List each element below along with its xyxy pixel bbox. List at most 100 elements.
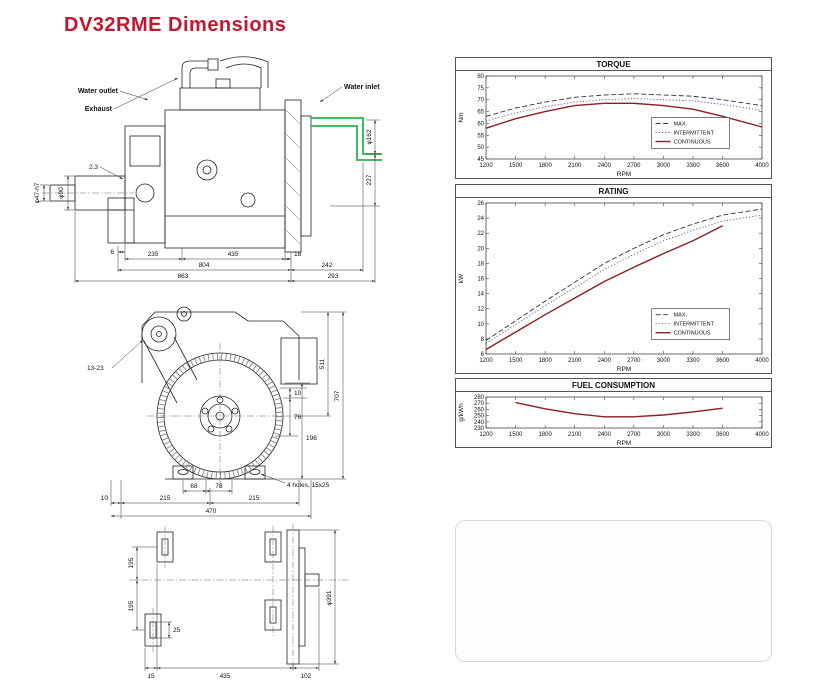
flywheel-ring-gear xyxy=(157,353,283,479)
x-tick-label: 2100 xyxy=(568,163,582,169)
dim-76: 76 xyxy=(294,414,302,421)
front-centerlines xyxy=(147,343,293,490)
y-tick-label: 6 xyxy=(481,352,485,358)
x-tick-label: 2100 xyxy=(568,358,582,364)
x-tick-label: 2700 xyxy=(627,163,641,169)
y-tick-label: 26 xyxy=(477,201,484,207)
front-dimensions: 13-23 511 707 10 76 196 xyxy=(87,311,346,519)
side-callouts: Water outlet Exhaust Water inlet xyxy=(78,77,380,113)
dim-phi90: φ90 xyxy=(58,187,65,199)
page-title: DV32RME Dimensions xyxy=(64,14,287,36)
y-tick-label: 16 xyxy=(477,277,484,283)
x-tick-label: 4000 xyxy=(755,432,769,438)
holes-note: 4 holes, 15x25 xyxy=(287,482,330,489)
dim-215-b: 215 xyxy=(249,495,260,502)
dim-102: 102 xyxy=(301,673,312,680)
legend-label: MAX. xyxy=(674,313,688,319)
dim-phi391: φ391 xyxy=(326,590,333,605)
y-tick-label: 280 xyxy=(474,395,485,401)
bottom-dimensions: 195 195 25 15 435 102 φ391 xyxy=(128,529,339,680)
series-continuous xyxy=(485,225,723,351)
rating-chart-title: RATING xyxy=(456,185,771,198)
y-axis-label: g/kWh xyxy=(458,403,465,422)
x-tick-label: 2700 xyxy=(627,358,641,364)
dim-10-bottom: 10 xyxy=(101,495,109,502)
y-tick-label: 18 xyxy=(477,261,484,267)
y-tick-label: 8 xyxy=(481,337,485,343)
torque-chart-title: TORQUE xyxy=(456,58,771,71)
y-tick-label: 24 xyxy=(477,216,484,222)
dim-6: 6 xyxy=(110,249,114,256)
x-tick-label: 4000 xyxy=(755,358,769,364)
y-axis-label: Nm xyxy=(458,112,465,122)
y-tick-label: 80 xyxy=(477,74,484,80)
legend-box xyxy=(651,308,730,341)
dim-2-3: 2.3 xyxy=(89,164,98,171)
x-tick-label: 3000 xyxy=(657,163,671,169)
x-axis-label: RPM xyxy=(617,440,631,447)
dim-293: 293 xyxy=(328,273,339,280)
y-tick-label: 14 xyxy=(477,292,484,298)
dim-10-right: 10 xyxy=(294,390,302,397)
dim-804: 804 xyxy=(199,262,210,269)
dim-195-a: 195 xyxy=(128,557,135,568)
y-tick-label: 10 xyxy=(477,322,484,328)
series-continuous xyxy=(515,401,723,418)
dim-863: 863 xyxy=(178,273,189,280)
series-continuous xyxy=(485,102,763,129)
y-tick-label: 240 xyxy=(474,420,485,426)
legend-label: MAX. xyxy=(674,122,688,128)
x-tick-label: 2400 xyxy=(598,163,612,169)
y-tick-label: 230 xyxy=(474,426,485,432)
series-intermittent xyxy=(485,98,763,122)
legend-label: CONTINUOUS xyxy=(674,331,711,337)
y-tick-label: 60 xyxy=(477,121,484,127)
x-tick-label: 2400 xyxy=(598,432,612,438)
y-tick-label: 22 xyxy=(477,231,484,237)
water-outlet-label: Water outlet xyxy=(78,88,119,95)
x-tick-label: 1200 xyxy=(479,432,493,438)
water-inlet-label: Water inlet xyxy=(344,84,380,91)
bottom-view-drawing: 195 195 25 15 435 102 φ391 xyxy=(128,524,350,680)
dim-195-b: 195 xyxy=(128,600,135,611)
x-tick-label: 1200 xyxy=(479,358,493,364)
dim-13-23: 13-23 xyxy=(87,365,104,372)
x-tick-label: 1500 xyxy=(509,163,523,169)
x-axis-label: RPM xyxy=(617,171,631,178)
series-max xyxy=(485,208,763,341)
x-axis-label: RPM xyxy=(617,366,631,373)
x-tick-label: 3600 xyxy=(716,163,730,169)
dim-18: 18 xyxy=(294,251,302,258)
x-tick-label: 1800 xyxy=(538,163,552,169)
dim-227: 227 xyxy=(366,174,373,185)
y-tick-label: 12 xyxy=(477,307,484,313)
dim-78: 78 xyxy=(215,483,223,490)
dim-235: 235 xyxy=(148,251,159,258)
dim-15: 15 xyxy=(147,673,155,680)
y-tick-label: 270 xyxy=(474,401,485,407)
x-tick-label: 2100 xyxy=(568,432,582,438)
dim-phi162: φ162 xyxy=(366,129,373,144)
y-tick-label: 260 xyxy=(474,407,485,413)
dim-435-bottom: 435 xyxy=(220,673,231,680)
exhaust-label: Exhaust xyxy=(85,106,113,113)
x-tick-label: 3600 xyxy=(716,358,730,364)
dim-470: 470 xyxy=(206,508,217,515)
x-tick-label: 1500 xyxy=(509,432,523,438)
dim-215-a: 215 xyxy=(160,495,171,502)
dim-phi47: φ47-h7 xyxy=(34,182,41,203)
bottom-centerlines xyxy=(129,524,350,670)
engine-side-outline xyxy=(42,56,312,253)
y-tick-label: 50 xyxy=(477,145,484,151)
legend-label: INTERMITTENT xyxy=(674,322,715,328)
